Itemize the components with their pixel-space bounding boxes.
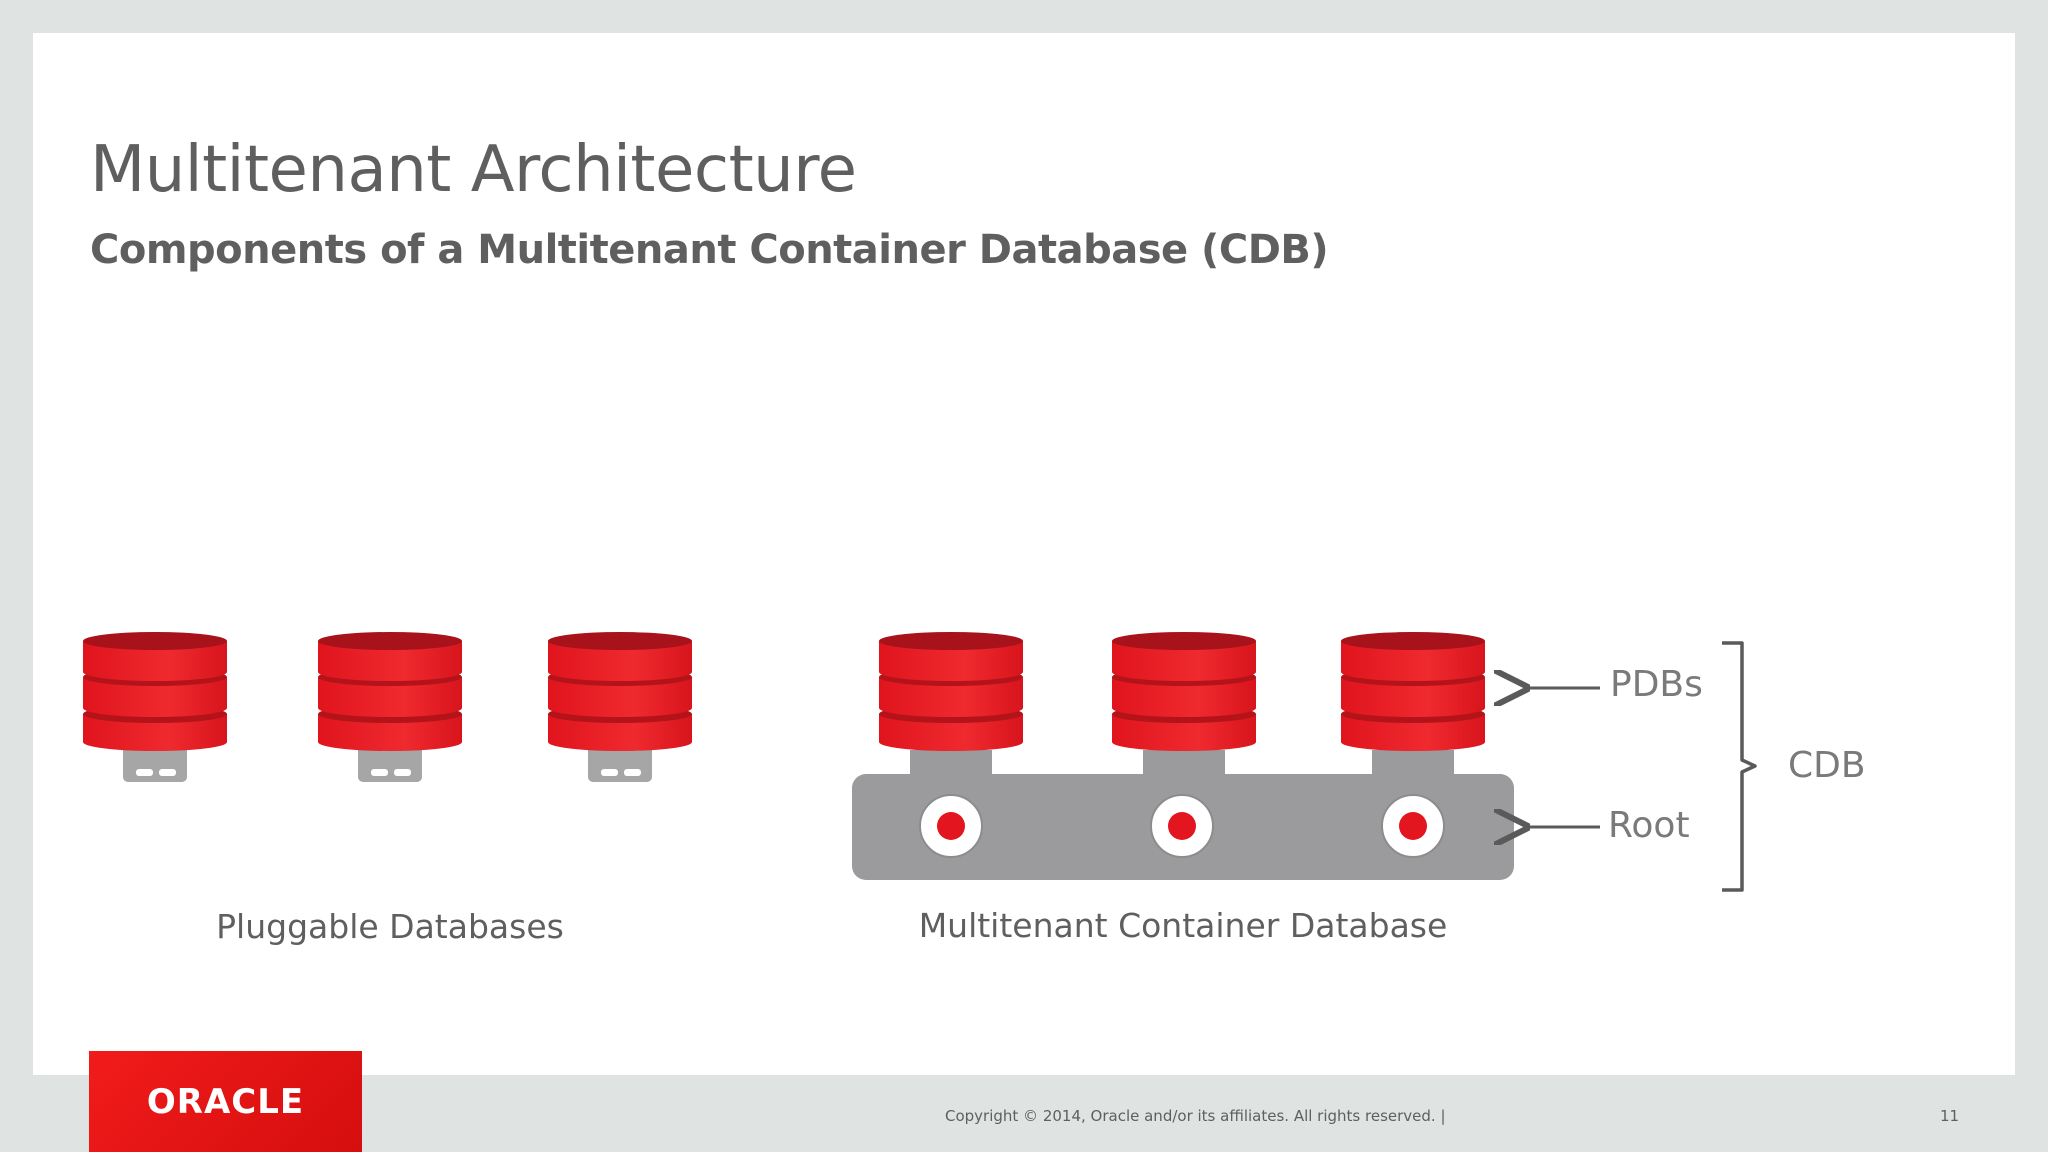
oracle-logo-text: ORACLE [146,1081,305,1122]
pluggable-database-icon [548,632,692,782]
container-database-group [852,632,1514,880]
copyright-text: Copyright © 2014, Oracle and/or its affi… [945,1107,1446,1125]
plugged-pdb-icon [879,632,1023,751]
slide-canvas [33,33,2015,1075]
page-number: 11 [1940,1107,1960,1125]
pluggable-database-icon [83,632,227,782]
pluggable-database-icon [318,632,462,782]
pdbs-label: PDBs [1610,664,1703,705]
slide-subtitle: Components of a Multitenant Container Da… [90,227,1329,273]
cdb-bracket-icon [1722,641,1757,892]
pluggable-databases-group [83,632,692,782]
container-database-label: Multitenant Container Database [919,906,1448,945]
root-socket-icon [919,794,983,858]
slide-title: Multitenant Architecture [90,133,857,207]
pluggable-databases-label: Pluggable Databases [216,907,564,946]
plugged-pdb-icon [1341,632,1485,751]
plugged-pdb-icon [1112,632,1256,751]
root-socket-icon [1381,794,1445,858]
oracle-logo: ORACLE [89,1051,362,1152]
cdb-label: CDB [1788,745,1866,786]
root-label: Root [1608,805,1690,846]
root-socket-icon [1150,794,1214,858]
